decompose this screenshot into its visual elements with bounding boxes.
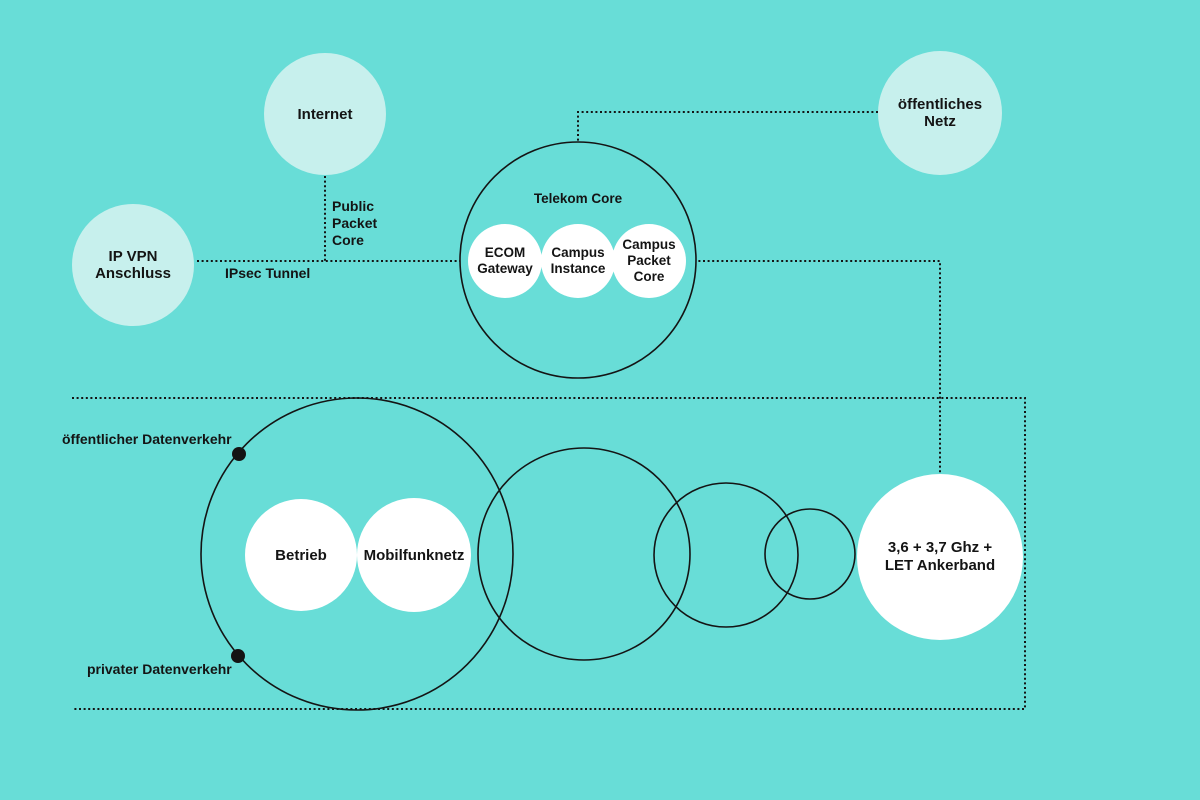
- node-campus-instance: Campus Instance: [541, 224, 615, 298]
- node-ip-vpn-label-line1: IP VPN: [108, 248, 158, 265]
- node-ecom-gateway-label-line1: ECOM: [484, 245, 526, 260]
- node-campus-packet-core-label-line1: Campus: [622, 237, 676, 252]
- telekom-core-title: Telekom Core: [533, 191, 623, 206]
- node-ip-vpn-label: IP VPN Anschluss: [95, 248, 171, 282]
- node-ip-vpn-anschluss: IP VPN Anschluss: [72, 204, 194, 326]
- private-traffic-junction-dot: [231, 649, 245, 663]
- node-oeffentliches-netz-label-line2: Netz: [924, 113, 956, 130]
- label-public-packet-core: Public Packet Core: [332, 198, 402, 249]
- node-ecom-gateway-label: ECOM Gateway: [477, 245, 533, 277]
- public-traffic-junction-dot: [232, 447, 246, 461]
- node-ecom-gateway-label-line2: Gateway: [477, 261, 533, 276]
- label-ipsec-tunnel: IPsec Tunnel: [225, 265, 311, 281]
- node-mobilfunknetz-label: Mobilfunknetz: [363, 546, 465, 564]
- node-mobilfunknetz: Mobilfunknetz: [357, 498, 471, 612]
- edge-ipsec-tunnel: [197, 260, 941, 473]
- node-oeffentliches-netz: öffentliches Netz: [878, 51, 1002, 175]
- node-ankerband-label: 3,6 + 3,7 Ghz + LET Ankerband: [885, 539, 995, 575]
- campus-boundary-dotted-rect: [72, 397, 1026, 710]
- campus-network-circle-3: [653, 482, 799, 628]
- campus-network-circle-2: [477, 447, 691, 661]
- node-campus-packet-core-label-line2: Packet: [627, 253, 671, 268]
- edge-oeffentliches-netz-telekom-core: [577, 111, 878, 142]
- node-ecom-gateway: ECOM Gateway: [468, 224, 542, 298]
- node-campus-instance-label-line1: Campus: [551, 245, 605, 260]
- node-oeffentliches-netz-label: öffentliches Netz: [898, 96, 982, 130]
- node-campus-packet-core-label-line3: Core: [633, 269, 665, 284]
- label-privater-datenverkehr: privater Datenverkehr: [87, 661, 232, 677]
- node-campus-packet-core-label: Campus Packet Core: [622, 237, 675, 285]
- campus-network-circle-4: [764, 508, 856, 600]
- node-ankerband: 3,6 + 3,7 Ghz + LET Ankerband: [857, 474, 1023, 640]
- node-ip-vpn-label-line2: Anschluss: [95, 265, 171, 282]
- node-internet: Internet: [264, 53, 386, 175]
- node-internet-label: Internet: [297, 105, 353, 123]
- label-oeffentlicher-datenverkehr: öffentlicher Datenverkehr: [62, 431, 232, 447]
- node-campus-instance-label-line2: Instance: [550, 261, 606, 276]
- node-ankerband-label-line2: LET Ankerband: [884, 557, 996, 574]
- label-public-packet-core-line3: Core: [332, 232, 364, 248]
- node-ankerband-label-line1: 3,6 + 3,7 Ghz +: [887, 539, 993, 556]
- campus-network-outer-circle: [200, 397, 514, 711]
- label-public-packet-core-line2: Packet: [332, 215, 378, 231]
- label-public-packet-core-line1: Public: [332, 198, 375, 214]
- node-betrieb-label: Betrieb: [275, 546, 327, 564]
- node-oeffentliches-netz-label-line1: öffentliches: [897, 96, 983, 113]
- node-betrieb: Betrieb: [245, 499, 357, 611]
- node-campus-packet-core: Campus Packet Core: [612, 224, 686, 298]
- node-campus-instance-label: Campus Instance: [551, 245, 606, 277]
